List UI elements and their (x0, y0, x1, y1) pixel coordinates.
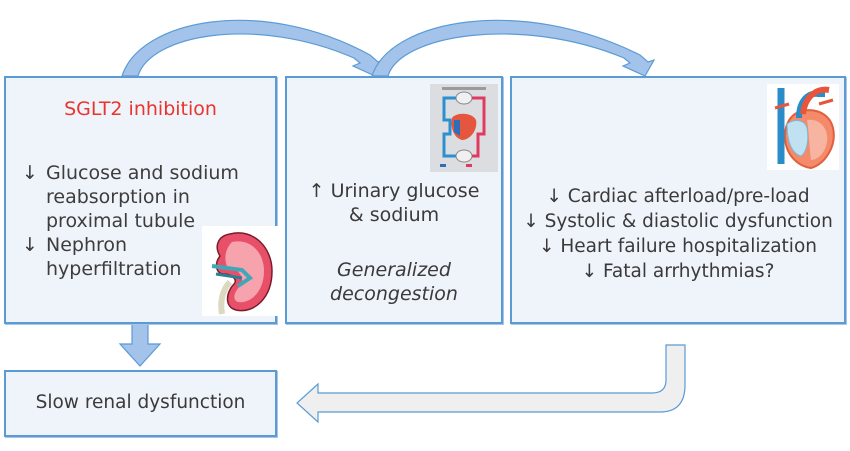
effect-text: Glucose and sodium reabsorption in proxi… (46, 161, 239, 233)
effect-text: Nephron hyperfiltration (46, 233, 181, 281)
return-arrow-cardiac-to-renal (296, 344, 686, 424)
cardiac-effect-arrhythmias: ↓ Fatal arrhythmias? (581, 261, 775, 282)
down-arrow-to-renal (118, 323, 162, 367)
sglt2-title: SGLT2 inhibition (64, 98, 217, 120)
effect-line: Nephron (46, 234, 128, 256)
curved-arrow-sglt2-to-urinary (121, 19, 386, 77)
slow-renal-dysfunction-box: Slow renal dysfunction (4, 370, 277, 437)
circulation-diagram-icon (430, 84, 498, 172)
urinary-line: & sodium (348, 204, 440, 226)
effect-line: reabsorption in (46, 186, 190, 208)
urinary-glucose-sodium-text: ↑ Urinary glucose & sodium (287, 179, 501, 227)
effect-line: Glucose and sodium (46, 162, 239, 184)
sglt2-effects-list: ↓ Glucose and sodium reabsorption in pro… (22, 161, 239, 281)
curved-arrow-urinary-to-cardiac (371, 19, 656, 77)
down-arrow-icon: ↓ (22, 162, 38, 184)
generalized-decongestion-text: Generalized decongestion (287, 258, 501, 306)
decongestion-line: decongestion (330, 283, 458, 305)
cardiac-effect-hospitalization: ↓ Heart failure hospitalization (539, 236, 817, 257)
urinary-excretion-box: ↑ Urinary glucose & sodium Generalized d… (285, 76, 503, 324)
cardiac-effect-afterload: ↓ Cardiac afterload/pre-load (546, 186, 810, 207)
sglt2-effect-reabsorption: ↓ Glucose and sodium reabsorption in pro… (22, 161, 239, 233)
cardiac-effects-box: ↓ Cardiac afterload/pre-load ↓ Systolic … (510, 76, 846, 324)
down-arrow-icon: ↓ (22, 234, 38, 256)
sglt2-effect-hyperfiltration: ↓ Nephron hyperfiltration (22, 233, 239, 281)
kidney-icon (202, 226, 278, 316)
slow-renal-dysfunction-text: Slow renal dysfunction (35, 392, 246, 413)
heart-icon (767, 84, 839, 170)
decongestion-line: Generalized (337, 259, 451, 281)
sglt2-inhibition-box: SGLT2 inhibition ↓ Glucose and sodium re… (4, 76, 278, 324)
effect-line: proximal tubule (46, 210, 196, 232)
urinary-line: ↑ Urinary glucose (308, 180, 480, 202)
cardiac-effects-list: ↓ Cardiac afterload/pre-load ↓ Systolic … (512, 184, 844, 284)
effect-line: hyperfiltration (46, 258, 182, 280)
cardiac-effect-dysfunction: ↓ Systolic & diastolic dysfunction (523, 211, 833, 232)
